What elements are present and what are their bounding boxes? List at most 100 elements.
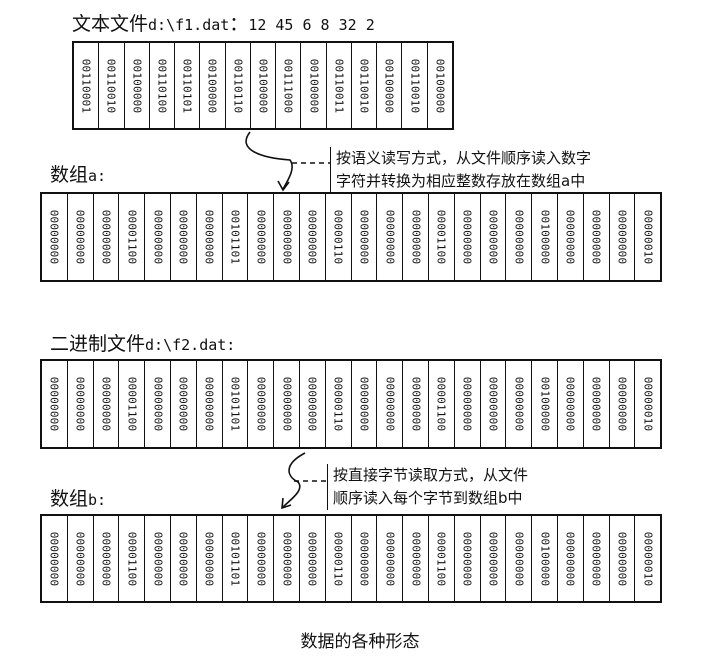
byte-value: 00000000 [563,209,577,265]
byte-value: 00000000 [73,209,87,265]
byte-value: 00000000 [460,209,474,265]
byte-cell: 00001100 [429,516,455,601]
byte-value: 00000000 [409,209,423,265]
byte-value: 00101101 [228,376,242,432]
byte-cell: 00000000 [145,361,171,447]
byte-cell: 00000000 [94,194,120,280]
binary-file-label: 二进制文件d:\f2.dat: [50,335,235,354]
byte-value: 00000000 [357,376,371,432]
byte-cell: 00000000 [42,194,68,280]
byte-value: 00100000 [538,531,552,586]
byte-cell: 00000000 [171,194,197,280]
byte-cell: 00110010 [402,43,428,128]
byte-cell: 00000000 [506,516,533,601]
text-file-separator: ： [229,13,249,35]
byte-value: 00000000 [176,531,190,586]
byte-cell: 00100000 [532,361,558,447]
byte-cell: 00000110 [326,516,352,601]
byte-value: 00000110 [331,376,345,432]
byte-value: 00000000 [357,209,371,265]
array-b-title: 数组 [50,488,89,510]
arrow-1 [245,131,293,190]
byte-value: 00000000 [615,376,629,432]
byte-value: 00000000 [99,209,113,265]
byte-cell: 00000110 [326,361,352,447]
byte-cell: 00000000 [197,516,223,601]
array-b-name: b: [88,491,107,509]
byte-cell: 00000000 [455,361,481,447]
byte-cell: 00000000 [584,516,610,601]
byte-value: 00000000 [99,531,113,586]
byte-cell: 00100000 [125,43,150,128]
byte-value: 00000010 [641,376,655,432]
array-a-label: 数组a: [50,166,106,185]
array-a-name: a: [88,167,107,185]
byte-cell: 00000000 [352,194,378,280]
byte-cell: 00110010 [99,43,125,128]
byte-cell: 00100000 [251,43,277,128]
byte-cell: 00000000 [455,516,481,601]
byte-value: 00000000 [254,376,268,432]
byte-value: 00000000 [254,531,268,586]
byte-cell: 00001100 [429,361,455,447]
arrow-2-head [281,497,292,510]
byte-value: 00000000 [254,209,268,265]
byte-cell: 00000000 [377,194,404,280]
byte-cell: 00000000 [300,194,326,280]
byte-value: 00000000 [512,209,526,265]
byte-value: 00000000 [563,376,577,432]
byte-cell: 00001100 [119,194,146,280]
byte-value: 00000000 [202,209,216,265]
byte-cell: 00000000 [171,516,197,601]
byte-cell: 00110001 [74,43,100,128]
byte-cell: 00000000 [377,516,404,601]
byte-value: 00001100 [434,531,448,586]
byte-value: 00000000 [176,209,190,265]
byte-cell: 00000000 [171,361,197,447]
byte-cell: 00100000 [377,43,403,128]
byte-cell: 00000010 [635,194,660,280]
byte-cell: 00000000 [481,516,507,601]
byte-cell: 00000000 [558,361,584,447]
byte-cell: 00000000 [403,361,429,447]
byte-cell: 00000000 [481,194,507,280]
byte-value: 00000000 [280,209,294,265]
byte-value: 00000000 [486,376,500,432]
byte-cell: 00000000 [248,194,275,280]
byte-value: 00000000 [589,376,603,432]
byte-value: 00000000 [73,376,87,432]
byte-cell: 00000000 [481,361,507,447]
byte-cell: 00001100 [429,194,455,280]
arrow-1-head [277,180,290,192]
byte-cell: 00101101 [223,194,249,280]
byte-value: 00000110 [331,531,345,586]
figure-caption: 数据的各种形态 [300,632,420,652]
byte-value: 00100000 [538,376,552,432]
byte-value: 00000000 [512,531,526,586]
byte-value: 00000000 [409,531,423,586]
byte-cell: 00100000 [200,43,226,128]
byte-cell: 00000000 [274,194,300,280]
byte-cell: 00000000 [68,194,94,280]
array-a-bytes: 00000000 00000000 00000000 00001100 00000000… [40,192,662,282]
byte-cell: 00000000 [352,516,378,601]
byte-value: 00000000 [615,531,629,586]
byte-cell: 00100000 [532,194,558,280]
byte-cell: 00000000 [610,516,636,601]
byte-cell: 00000000 [300,516,326,601]
byte-value: 00000000 [47,376,61,432]
byte-cell: 00000010 [635,361,660,447]
text-file-title: 文本文件 [72,13,149,35]
byte-value: 00000000 [151,209,165,265]
text-file-content: 12 45 6 8 32 2 [248,16,375,34]
byte-value: 00001100 [125,376,139,432]
byte-cell: 00000000 [274,361,300,447]
byte-cell: 00000000 [352,361,378,447]
byte-cell: 00000000 [403,194,429,280]
byte-cell: 00000000 [584,194,610,280]
byte-value: 00000000 [383,531,397,586]
array-b-label: 数组b: [50,490,106,509]
byte-cell: 00000000 [197,361,223,447]
